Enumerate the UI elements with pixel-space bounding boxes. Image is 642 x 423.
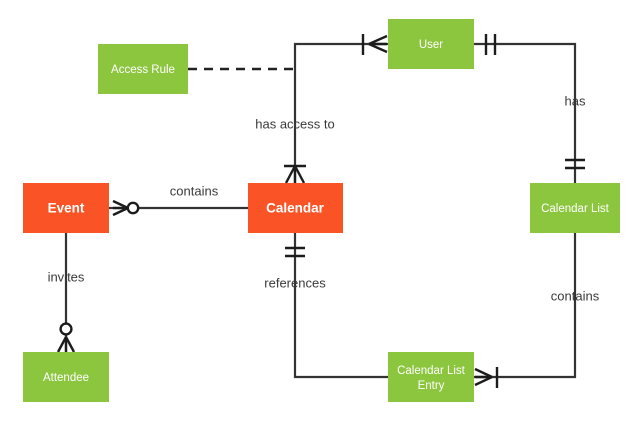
entity-access-rule[interactable]: Access Rule <box>98 44 188 94</box>
edge-user-to-calendar-list <box>474 42 577 183</box>
edge-calendar-to-entry <box>293 233 388 379</box>
entity-calendar-list-entry[interactable]: Calendar List Entry <box>388 352 474 402</box>
entity-calendar[interactable]: Calendar <box>248 183 343 233</box>
entity-attendee[interactable]: Attendee <box>23 352 109 402</box>
marker-event-zero-or-many <box>112 199 140 217</box>
marker-calendar-list-exactly-one <box>565 158 585 170</box>
edge-user-to-calendar <box>293 42 388 183</box>
entity-user[interactable]: User <box>388 19 474 69</box>
marker-user-one-or-many <box>361 34 388 55</box>
marker-attendee-zero-or-many <box>56 322 76 353</box>
marker-calendar-one-or-many <box>284 164 306 184</box>
marker-entry-one-or-many <box>474 367 499 388</box>
marker-calendar-exactly-one <box>285 246 305 258</box>
entity-event[interactable]: Event <box>23 183 109 233</box>
relationship-label-contains-event-calendar: contains <box>170 183 219 198</box>
marker-user-exactly-one <box>484 34 497 55</box>
edge-calendar-list-to-entry <box>474 233 577 379</box>
entity-calendar-list[interactable]: Calendar List <box>530 183 620 233</box>
